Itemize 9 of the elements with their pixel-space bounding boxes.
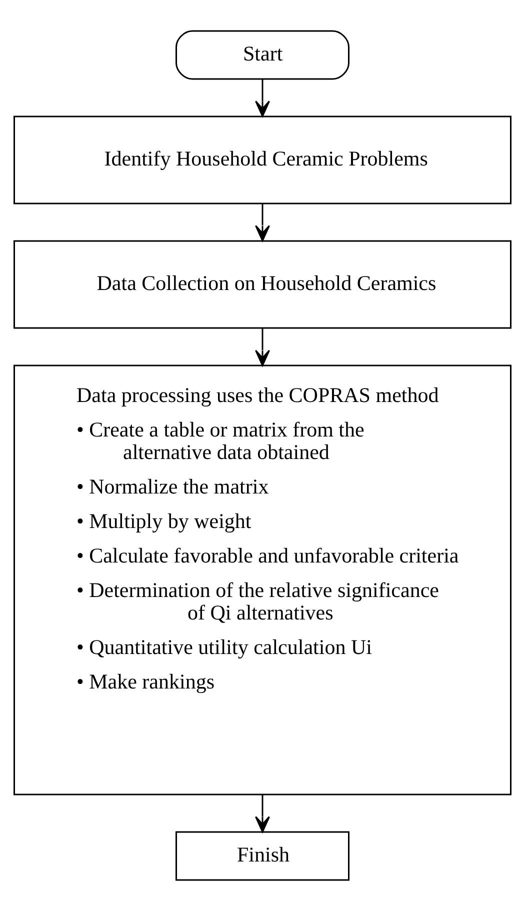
arrow: [255, 328, 270, 366]
node-box: Start: [176, 30, 350, 80]
node-box: Finish: [176, 831, 350, 881]
node-box: Data processing uses the COPRAS method • Create a table or matrix from the alternative data obtained • Normalize the matrix • Multiply by weight • Calculate favorable and unfavorable criteria • Determination of the relative significance of Qi alternatives • Quantitative utility calculation Ui • Make rankings: [14, 364, 512, 796]
arrow: [255, 79, 270, 117]
arrow: [255, 204, 270, 242]
node-box: Identify Household Ceramic Problems: [14, 116, 512, 204]
node-box: Data Collection on Household Ceramics: [14, 240, 512, 329]
arrow: [255, 794, 270, 833]
